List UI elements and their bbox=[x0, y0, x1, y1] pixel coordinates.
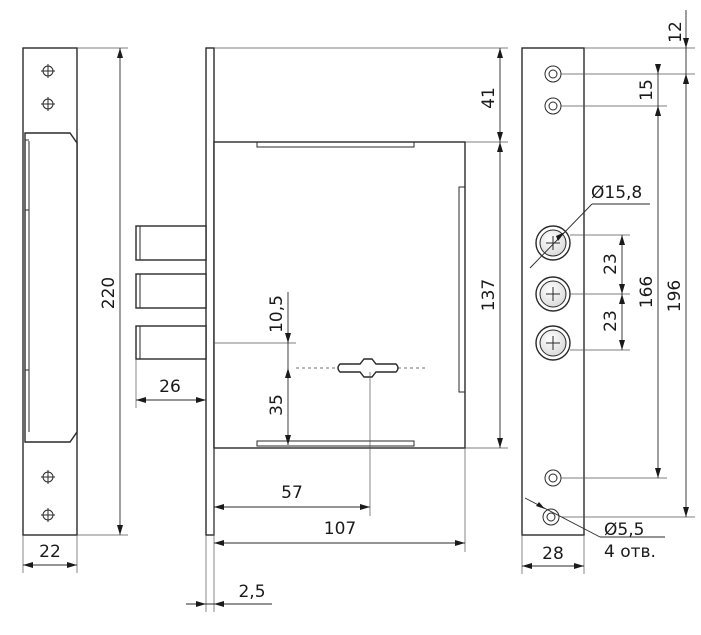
lock-body bbox=[135, 47, 466, 536]
strike-height-dimension: 220 bbox=[77, 47, 128, 536]
screw-hole-count-label: 4 отв. bbox=[604, 542, 656, 562]
screw-hole-diameter-label: Ø5,5 bbox=[604, 520, 644, 540]
top-offset-label: 41 bbox=[479, 87, 499, 109]
case-depth-dimension: 107 bbox=[214, 448, 466, 552]
backset-dimension: 57 bbox=[213, 372, 371, 552]
lock-case bbox=[213, 141, 466, 449]
strike-plate bbox=[22, 47, 78, 536]
plate-top-offset-label: 12 bbox=[666, 21, 686, 43]
faceplate-profile bbox=[205, 47, 215, 536]
strike-screw-hole bbox=[41, 470, 55, 484]
strike-height-label: 220 bbox=[99, 277, 119, 309]
bolt-opening-top bbox=[535, 225, 571, 261]
bolt-top bbox=[135, 225, 207, 261]
case-height-label: 137 bbox=[479, 279, 499, 311]
bolt-projection-label: 26 bbox=[159, 377, 181, 397]
bolt-pitch-lower-label: 23 bbox=[601, 310, 621, 332]
keyhole-to-bottom-label: 35 bbox=[267, 394, 287, 416]
strike-screw-hole bbox=[41, 64, 55, 78]
strike-width-dimension: 22 bbox=[22, 535, 78, 573]
bolt-pitch-dimension: 23 23 bbox=[570, 234, 630, 351]
bolt-diameter-label: Ø15,8 bbox=[591, 183, 642, 203]
keyhole-to-bottom-dimension: 35 bbox=[267, 394, 291, 445]
keyhole bbox=[337, 358, 399, 378]
top-offset-dimension: 41 bbox=[214, 47, 508, 143]
case-side-rail bbox=[458, 186, 466, 393]
plate-top-offset-dimension: 12 bbox=[584, 10, 695, 84]
bolt-bottom bbox=[135, 325, 207, 360]
bolt-diameter-callout: Ø15,8 bbox=[529, 183, 650, 269]
bolt-opening-bottom bbox=[535, 325, 571, 361]
inner-hole-span-dimension: 166 bbox=[561, 106, 667, 479]
strike-plate-pocket bbox=[24, 132, 78, 443]
bolt-middle bbox=[135, 273, 207, 309]
bolt-opening-middle bbox=[535, 276, 571, 312]
faceplate-thickness-dimension: 2,5 bbox=[186, 535, 272, 612]
outer-hole-span-label: 196 bbox=[665, 280, 685, 312]
faceplate-front bbox=[521, 47, 585, 536]
screw-hole-callout: Ø5,5 4 отв. bbox=[524, 497, 665, 562]
strike-width-label: 22 bbox=[39, 542, 61, 562]
backset-label: 57 bbox=[281, 483, 303, 503]
keyhole-offset-label: 10,5 bbox=[267, 295, 287, 333]
faceplate-width-dimension: 28 bbox=[521, 535, 585, 574]
case-bottom-rail bbox=[256, 440, 415, 447]
faceplate-screw-hole bbox=[542, 508, 560, 526]
bolt-pitch-upper-label: 23 bbox=[601, 253, 621, 275]
strike-screw-hole bbox=[41, 508, 55, 522]
bolt-projection-dimension: 26 bbox=[135, 359, 206, 408]
strike-screw-hole bbox=[41, 97, 55, 111]
outer-hole-span-dimension: 196 bbox=[561, 74, 695, 518]
inner-hole-span-label: 166 bbox=[637, 276, 657, 308]
faceplate-width-label: 28 bbox=[542, 544, 564, 564]
hole-spacing-label: 15 bbox=[637, 79, 657, 101]
keyhole-offset-dimension: 10,5 bbox=[214, 292, 296, 445]
faceplate-thickness-label: 2,5 bbox=[238, 582, 265, 602]
case-height-dimension: 137 bbox=[465, 142, 508, 449]
case-depth-label: 107 bbox=[324, 519, 356, 539]
case-top-rail bbox=[256, 141, 415, 148]
